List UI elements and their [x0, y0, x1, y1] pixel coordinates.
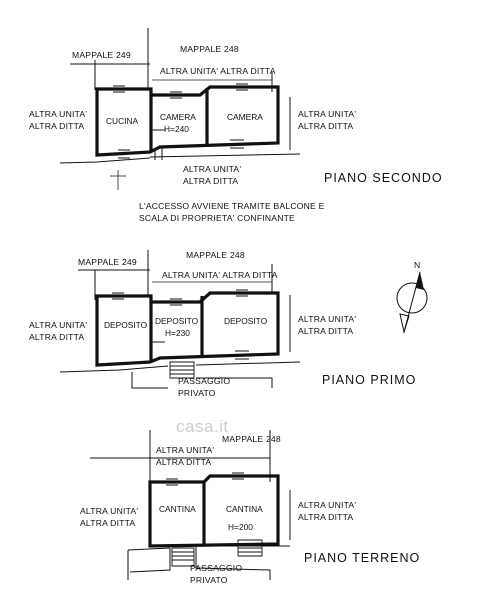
right-neighbor-line1-terreno: ALTRA UNITA' — [298, 500, 356, 510]
floor-title-secondo: PIANO SECONDO — [324, 171, 443, 185]
floor-title-primo: PIANO PRIMO — [322, 373, 416, 387]
room-height-240: H=240 — [164, 124, 189, 134]
room-cucina: CUCINA — [106, 116, 139, 126]
top-neighbor-line1-terreno: ALTRA UNITA' — [156, 445, 214, 455]
right-neighbor-line2-primo: ALTRA DITTA — [298, 326, 353, 336]
watermark: casa.it — [176, 417, 229, 436]
room-camera-2: CAMERA — [227, 112, 263, 122]
north-compass: N — [396, 260, 428, 334]
passage-line2-primo: PRIVATO — [178, 388, 216, 398]
floor-secondo: MAPPALE 249 MAPPALE 248 ALTRA UNITA' ALT… — [29, 28, 443, 223]
right-neighbor-line2: ALTRA DITTA — [298, 121, 353, 131]
room-camera-1: CAMERA — [160, 112, 196, 122]
left-neighbor-line2-primo: ALTRA DITTA — [29, 332, 84, 342]
access-note-line2: SCALA DI PROPRIETA' CONFINANTE — [139, 213, 295, 223]
room-height-200: H=200 — [228, 522, 253, 532]
room-cantina-1: CANTINA — [159, 504, 196, 514]
parcel-248-label-primo: MAPPALE 248 — [186, 250, 245, 260]
access-note-line1: L'ACCESSO AVVIENE TRAMITE BALCONE E — [139, 201, 325, 211]
parcel-248-label: MAPPALE 248 — [180, 44, 239, 54]
passage-line2-terreno: PRIVATO — [190, 575, 228, 585]
left-neighbor-line2-terreno: ALTRA DITTA — [80, 518, 135, 528]
bottom-neighbor-line2: ALTRA DITTA — [183, 176, 238, 186]
room-height-230: H=230 — [165, 328, 190, 338]
right-neighbor-line1: ALTRA UNITA' — [298, 109, 356, 119]
compass-north-label: N — [414, 260, 420, 270]
top-neighbor-label: ALTRA UNITA' ALTRA DITTA — [160, 66, 276, 76]
room-cantina-2: CANTINA — [226, 504, 263, 514]
room-deposito-3: DEPOSITO — [224, 316, 268, 326]
left-neighbor-line1: ALTRA UNITA' — [29, 109, 87, 119]
parcel-249-label: MAPPALE 249 — [72, 50, 131, 60]
passage-line1-primo: PASSAGGIO — [178, 376, 230, 386]
room-deposito-1: DEPOSITO — [104, 320, 148, 330]
floor-primo: MAPPALE 249 MAPPALE 248 ALTRA UNITA' ALT… — [29, 250, 416, 398]
bottom-neighbor-line1: ALTRA UNITA' — [183, 164, 241, 174]
top-neighbor-label-primo: ALTRA UNITA' ALTRA DITTA — [162, 270, 278, 280]
passage-line1-terreno: PASSAGGIO — [190, 563, 242, 573]
right-neighbor-line2-terreno: ALTRA DITTA — [298, 512, 353, 522]
parcel-248-label-terreno: MAPPALE 248 — [222, 434, 281, 444]
top-neighbor-line2-terreno: ALTRA DITTA — [156, 457, 211, 467]
floor-terreno: MAPPALE 248 ALTRA UNITA' ALTRA DITTA ALT… — [80, 430, 420, 585]
right-neighbor-line1-primo: ALTRA UNITA' — [298, 314, 356, 324]
parcel-249-label-primo: MAPPALE 249 — [78, 257, 137, 267]
floor-title-terreno: PIANO TERRENO — [304, 551, 420, 565]
room-deposito-2: DEPOSITO — [155, 316, 199, 326]
left-neighbor-line2: ALTRA DITTA — [29, 121, 84, 131]
left-neighbor-line1-terreno: ALTRA UNITA' — [80, 506, 138, 516]
left-neighbor-line1-primo: ALTRA UNITA' — [29, 320, 87, 330]
